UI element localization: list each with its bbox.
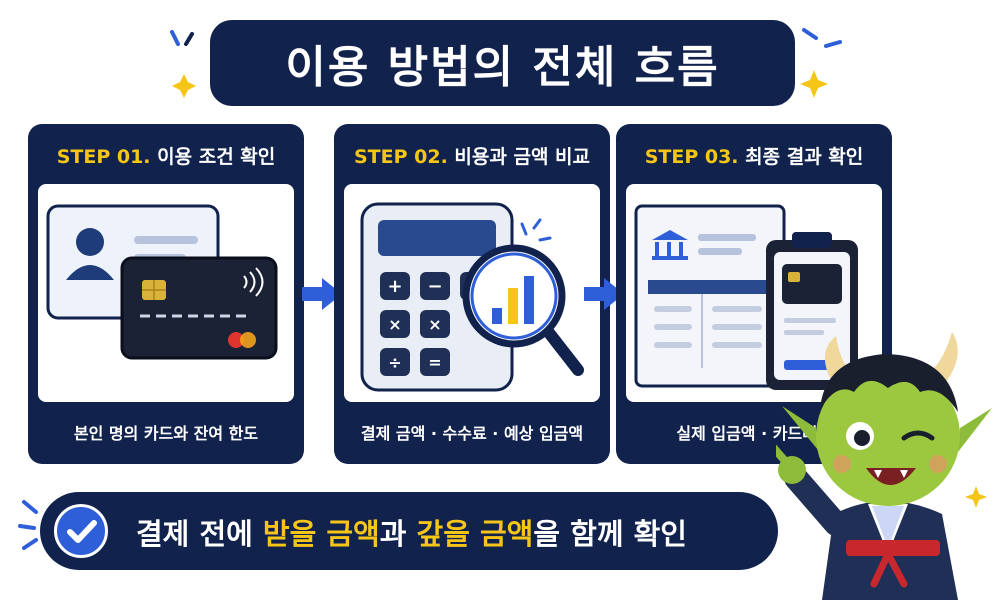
step-heading: STEP 01. 이용 조건 확인 [28,142,304,169]
svg-text:÷: ÷ [388,353,401,372]
id-card-and-credit-card-icon [46,204,278,360]
sparkle-decoration-right [800,28,842,98]
message-part: 결제 전에 [136,517,263,551]
step-heading: STEP 02. 비용과 금액 비교 [334,142,610,169]
step-description: 본인 명의 카드와 잔여 한도 [73,424,259,443]
message-part: 과 [379,517,417,551]
svg-text:=: = [428,353,441,372]
svg-text:−: − [427,276,442,297]
bottom-message-banner: 결제 전에 받을 금액과 갚을 금액을 함께 확인 [40,492,778,570]
step-heading: STEP 03. 최종 결과 확인 [616,142,892,169]
step-description: 결제 금액 · 수수료 · 예상 입금액 [360,424,584,443]
step-illustration-panel [38,184,294,402]
step-title: 이용 조건 확인 [157,146,276,168]
title-banner: 이용 방법의 전체 흐름 [210,20,795,106]
message-part: 을 함께 확인 [533,517,687,551]
bottom-message: 결제 전에 받을 금액과 갚을 금액을 함께 확인 [136,511,687,553]
sparkle-decoration-left [170,30,196,98]
step-number: STEP 02. [353,146,448,168]
goblin-mascot-icon [776,332,992,600]
arrow-right-icon [584,278,624,310]
svg-text:×: × [388,315,401,334]
dash-decoration-bottom-left [18,500,38,550]
step-title: 최종 결과 확인 [745,146,864,168]
page-title: 이용 방법의 전체 흐름 [285,42,720,93]
message-highlight: 갚을 금액 [416,517,534,551]
step-number: STEP 03. [644,146,739,168]
step-number: STEP 01. [56,146,151,168]
message-highlight: 받을 금액 [262,517,380,551]
svg-text:×: × [428,315,441,334]
step-card-1: STEP 01. 이용 조건 확인 본인 명의 카드와 잔여 한도 [28,124,304,464]
svg-text:+: + [387,276,402,297]
step-title: 비용과 금액 비교 [454,146,591,168]
arrow-right-icon [302,278,342,310]
step-card-2: STEP 02. 비용과 금액 비교 + − × × ÷ = [334,124,610,464]
step-illustration-panel: + − × × ÷ = [344,184,600,402]
step-description: 실제 입금액 · 카드대금 [676,424,832,443]
calculator-with-magnifier-chart-icon: + − × × ÷ = [360,202,584,392]
check-circle-icon [54,504,108,558]
